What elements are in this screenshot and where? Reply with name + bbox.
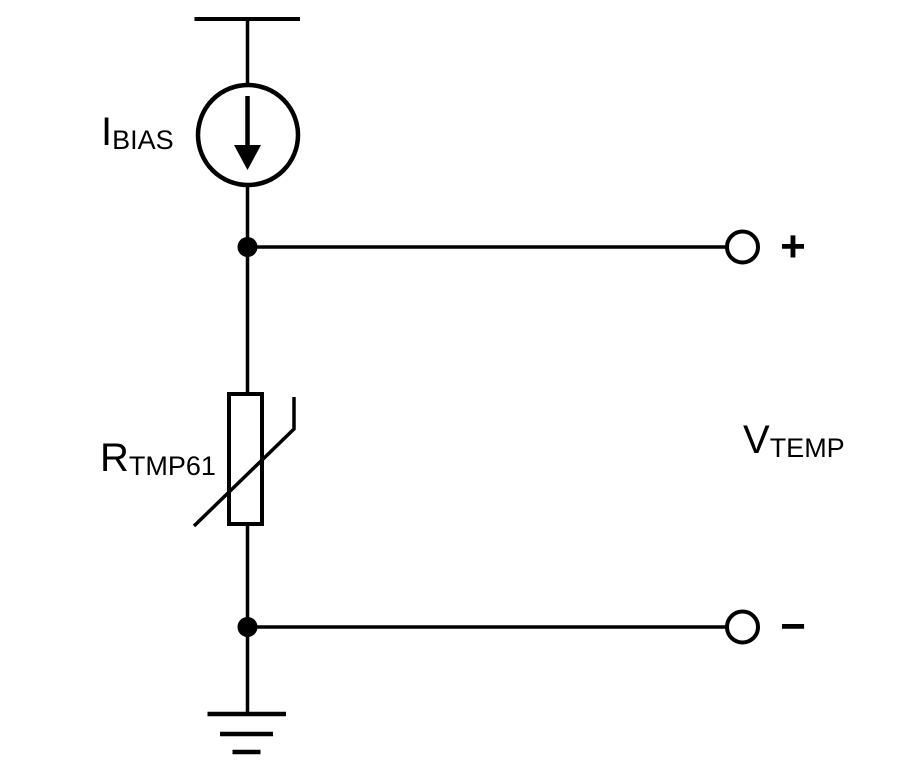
current-source-label-main: I	[101, 110, 113, 154]
thermistor-body	[227, 392, 264, 526]
output-voltage-label-sub: TEMP	[769, 433, 845, 463]
negative-terminal-sign: −	[780, 602, 806, 651]
current-source-label-sub: BIAS	[112, 125, 174, 155]
current-source-arrowhead-icon	[234, 145, 261, 170]
thermistor-label-sub: TMP61	[128, 451, 216, 481]
ground-icon	[207, 711, 286, 755]
positive-terminal-circle	[725, 229, 760, 265]
negative-terminal-circle	[725, 609, 760, 645]
thermistor-label-main: R	[100, 436, 129, 480]
positive-terminal-sign: +	[780, 222, 806, 271]
output-voltage-label-main: V	[743, 418, 770, 462]
thermistor-diagonal-stroke	[192, 397, 296, 528]
